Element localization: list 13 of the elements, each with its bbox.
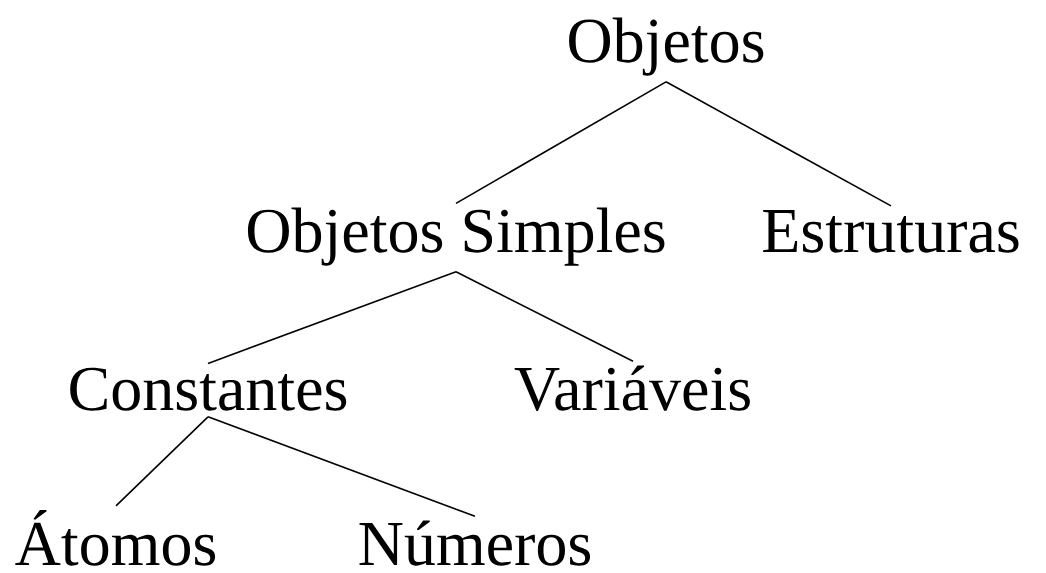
tree-label: Estruturas [763,210,1019,253]
tree-line [455,271,634,363]
tree-label: Números [359,520,590,566]
tree-label: Objetos [569,17,764,76]
tree-line [665,81,892,207]
tree-line [115,416,209,507]
tree-line [455,81,667,205]
tree-label: Constantes [70,367,347,411]
tree-label: Variáveis [514,365,750,411]
tree-label: Átomos [15,510,216,566]
tree-label: Objetos Simples [247,207,665,266]
tree-line [207,416,476,518]
tree-line [207,271,457,365]
